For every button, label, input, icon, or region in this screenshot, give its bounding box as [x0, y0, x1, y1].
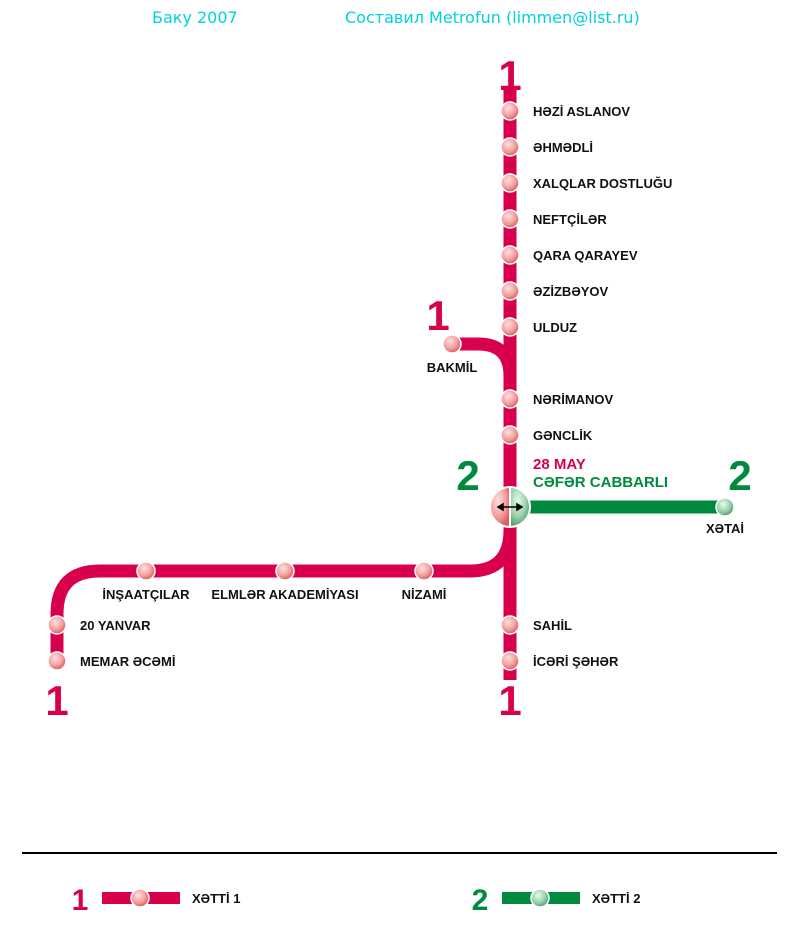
- legend-line-1: 1 XƏTTİ 1: [72, 884, 241, 917]
- station[interactable]: XALQLAR DOSTLUĞU: [500, 173, 672, 193]
- station-marker[interactable]: [47, 651, 67, 671]
- station[interactable]: ELMLƏR AKADEMİYASI: [211, 561, 359, 602]
- station-marker[interactable]: [500, 317, 520, 337]
- station[interactable]: QARA QARAYEV: [500, 245, 638, 265]
- station[interactable]: SAHİL: [500, 615, 572, 635]
- station-label: 20 YANVAR: [80, 618, 151, 633]
- station-marker[interactable]: [715, 497, 735, 517]
- legend-station-icon: [530, 888, 550, 908]
- station-label-cefer-cabbarli: CƏFƏR CABBARLI: [533, 474, 668, 491]
- station-marker[interactable]: [500, 245, 520, 265]
- station-marker[interactable]: [500, 425, 520, 445]
- line-1-number-north: 1: [498, 52, 521, 99]
- station-marker[interactable]: [500, 209, 520, 229]
- station[interactable]: İCƏRİ ŞƏHƏR: [500, 651, 619, 671]
- station-marker[interactable]: [47, 615, 67, 635]
- station[interactable]: 20 YANVAR: [47, 615, 151, 635]
- station-label: MEMAR ƏCƏMİ: [80, 654, 175, 669]
- station[interactable]: ƏHMƏDLİ: [500, 137, 593, 157]
- station[interactable]: XƏTAİ: [706, 497, 744, 536]
- line-1-number-west: 1: [45, 677, 68, 724]
- station-marker[interactable]: [414, 561, 434, 581]
- station-label: ƏZİZBƏYOV: [533, 284, 609, 299]
- legend-line-1-number: 1: [72, 884, 89, 917]
- station-label: QARA QARAYEV: [533, 248, 638, 263]
- station-label: HƏZİ ASLANOV: [533, 104, 630, 119]
- station-marker[interactable]: [136, 561, 156, 581]
- legend-line-2-number: 2: [472, 884, 489, 917]
- station-label: NİZAMİ: [402, 587, 447, 602]
- station[interactable]: HƏZİ ASLANOV: [500, 101, 630, 121]
- line-2-number-west: 2: [456, 452, 479, 499]
- station-marker[interactable]: [275, 561, 295, 581]
- line-numbers: 1 1 1 1 2 2: [45, 52, 751, 724]
- station-label: İNŞAATÇILAR: [102, 587, 190, 602]
- station-marker[interactable]: [500, 101, 520, 121]
- line-1-number-bakmil: 1: [426, 292, 449, 339]
- station-label: İCƏRİ ŞƏHƏR: [533, 654, 619, 669]
- station[interactable]: NİZAMİ: [402, 561, 447, 602]
- station-marker[interactable]: [500, 173, 520, 193]
- station[interactable]: MEMAR ƏCƏMİ: [47, 651, 175, 671]
- station-label: ULDUZ: [533, 320, 577, 335]
- legend-line-1-label: XƏTTİ 1: [192, 891, 240, 906]
- station-label: SAHİL: [533, 618, 572, 633]
- legend-line-2: 2 XƏTTİ 2: [472, 884, 641, 917]
- station-label: XƏTAİ: [706, 521, 744, 536]
- station-marker[interactable]: [442, 334, 462, 354]
- station[interactable]: NEFTÇİLƏR: [500, 209, 607, 229]
- station[interactable]: GƏNCLİK: [500, 425, 593, 445]
- station-label: NƏRİMANOV: [533, 392, 614, 407]
- station-marker[interactable]: [500, 137, 520, 157]
- station-marker[interactable]: [500, 389, 520, 409]
- station[interactable]: ULDUZ: [500, 317, 577, 337]
- line-1-number-south: 1: [498, 677, 521, 724]
- station[interactable]: BAKMİL: [427, 334, 478, 375]
- header-city-year: Баку 2007: [152, 8, 238, 27]
- station-label: XALQLAR DOSTLUĞU: [533, 176, 672, 191]
- station-label: NEFTÇİLƏR: [533, 212, 607, 227]
- station-label: ƏHMƏDLİ: [533, 140, 593, 155]
- interchange-station[interactable]: [489, 485, 531, 529]
- station-label: GƏNCLİK: [533, 428, 593, 443]
- station-marker[interactable]: [500, 651, 520, 671]
- line-2-number-east: 2: [728, 452, 751, 499]
- station[interactable]: İNŞAATÇILAR: [102, 561, 190, 602]
- station-marker[interactable]: [500, 615, 520, 635]
- station-label: BAKMİL: [427, 360, 478, 375]
- station-label-28-may: 28 MAY: [533, 456, 586, 473]
- transfer-arrows-icon: [496, 502, 524, 512]
- header-author: Составил Metrofun (limmen@list.ru): [345, 8, 640, 27]
- legend-station-icon: [130, 888, 150, 908]
- station[interactable]: ƏZİZBƏYOV: [500, 281, 609, 301]
- station-marker[interactable]: [500, 281, 520, 301]
- station[interactable]: NƏRİMANOV: [500, 389, 614, 409]
- station-label: ELMLƏR AKADEMİYASI: [211, 587, 358, 602]
- legend-line-2-label: XƏTTİ 2: [592, 891, 640, 906]
